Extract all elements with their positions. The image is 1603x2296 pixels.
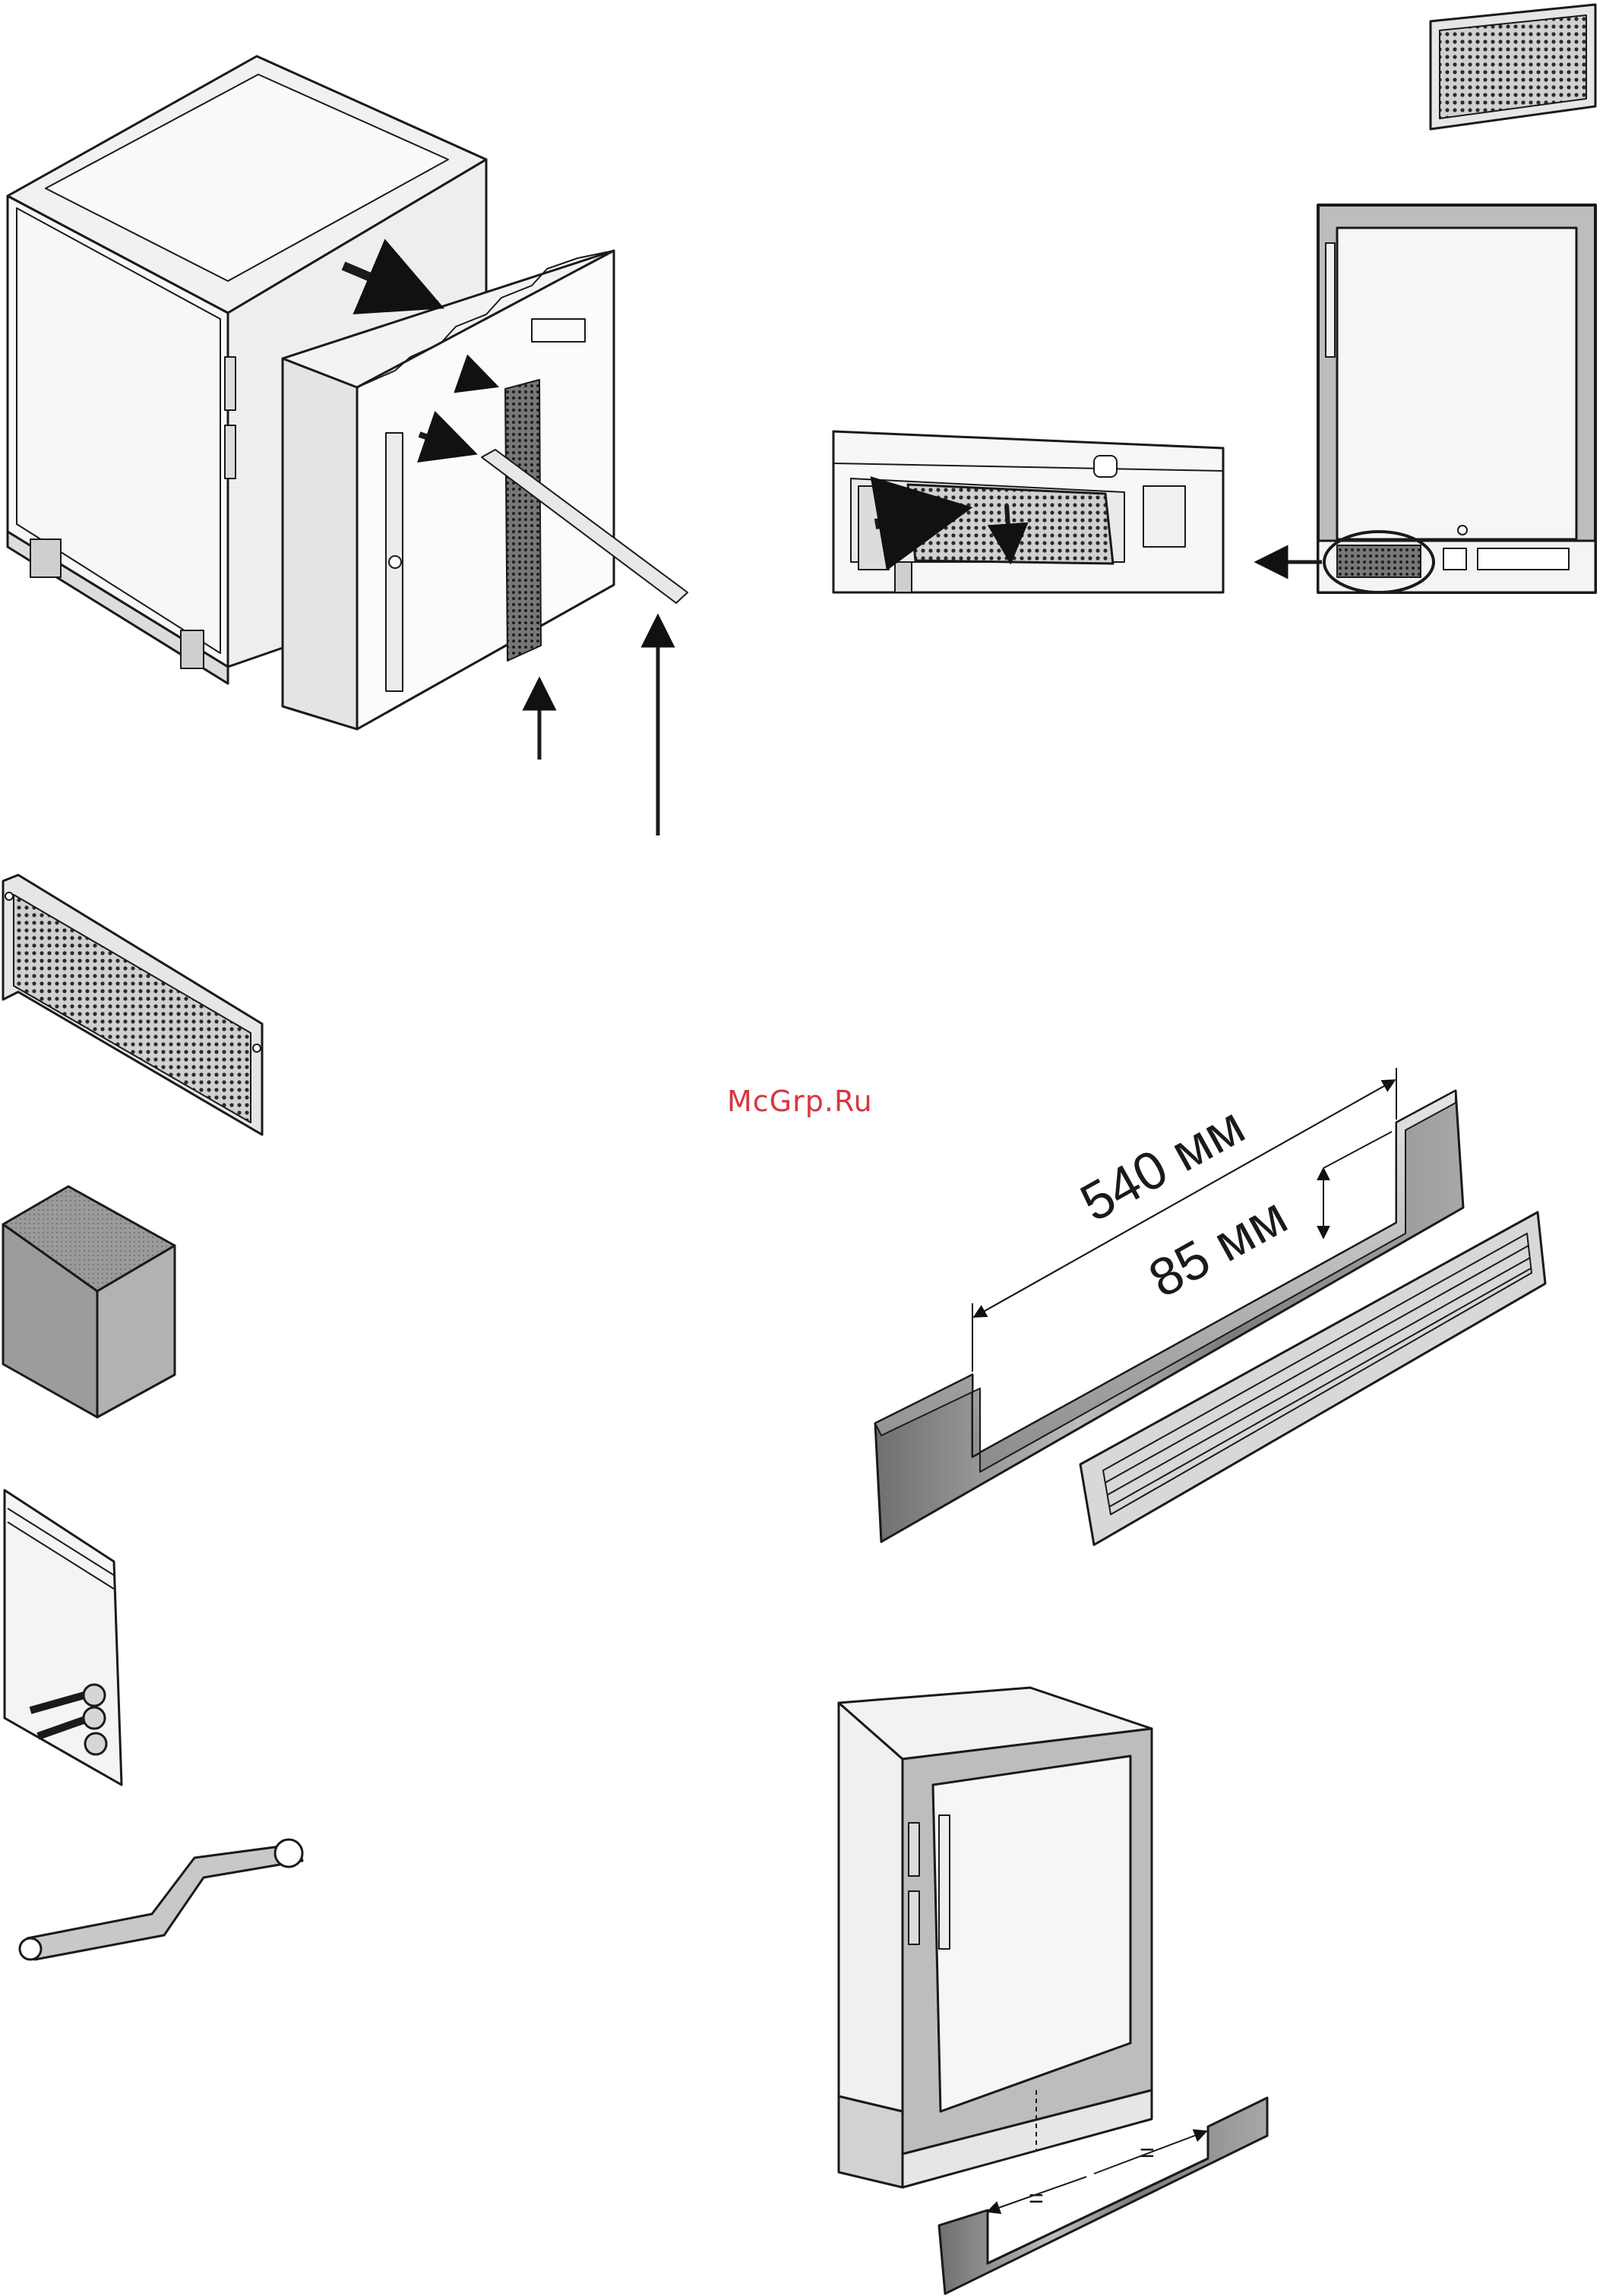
fig-centering bbox=[839, 1688, 1267, 2294]
equal-mark-right: = bbox=[1140, 2139, 1155, 2168]
equal-mark-left: = bbox=[1029, 2184, 1044, 2213]
fig-panel-removal bbox=[8, 56, 688, 835]
foam-block-icon bbox=[3, 1186, 175, 1417]
fig-vent-closeup bbox=[833, 431, 1223, 592]
fig-door-front bbox=[1257, 205, 1595, 592]
screw-bag-icon bbox=[5, 1490, 122, 1785]
spanner-icon bbox=[20, 1840, 302, 1960]
watermark: McGrp.Ru bbox=[727, 1085, 873, 1118]
fig-filter-small bbox=[1431, 5, 1595, 129]
fig-filter-large bbox=[3, 875, 262, 1135]
